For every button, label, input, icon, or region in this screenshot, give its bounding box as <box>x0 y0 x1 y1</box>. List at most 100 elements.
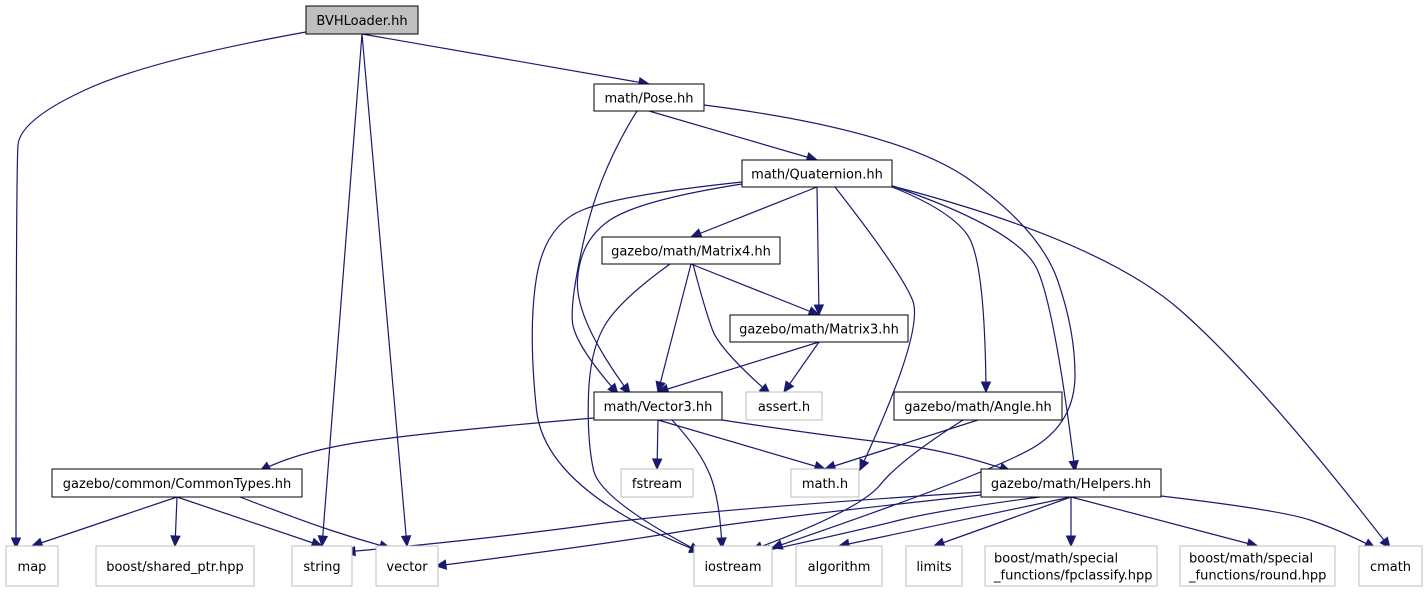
node-box <box>729 314 909 343</box>
node-box <box>305 5 419 35</box>
node-label: boost/math/special <box>994 552 1118 567</box>
edge-line <box>344 491 982 553</box>
node-vector3[interactable]: math/Vector3.hh <box>593 391 723 421</box>
node-box <box>5 545 59 587</box>
edge-quaternion-to-matrix3 <box>813 186 825 317</box>
node-box <box>601 236 781 265</box>
edge-arrowhead <box>400 535 412 548</box>
edge-matrix3-to-vector3 <box>656 341 820 394</box>
edge-helpers-to-cmath <box>1160 495 1377 549</box>
edge-arrowhead <box>317 535 329 548</box>
node-label: gazebo/math/Matrix4.hh <box>611 245 771 260</box>
edge-line <box>571 110 638 395</box>
node-helpers[interactable]: gazebo/math/Helpers.hh <box>980 468 1162 498</box>
edge-line <box>648 110 818 161</box>
node-quaternion[interactable]: math/Quaternion.hh <box>741 159 893 188</box>
edge-arrowhead <box>10 537 22 550</box>
edge-matrix3-to-assert <box>783 341 820 393</box>
edge-line <box>891 185 1391 549</box>
node-box <box>95 545 255 587</box>
nodes-layer: BVHLoader.hh math/Pose.hh math/Quaternion.… <box>5 5 1423 587</box>
node-box <box>593 83 705 112</box>
edge-line <box>838 496 1072 547</box>
node-label: limits <box>916 560 952 575</box>
node-vector: vector <box>375 545 439 587</box>
node-matrix4[interactable]: gazebo/math/Matrix4.hh <box>601 236 781 265</box>
node-matrix3[interactable]: gazebo/math/Matrix3.hh <box>729 314 909 343</box>
edge-vector3-to-fstream <box>651 419 663 471</box>
edge-line <box>657 419 826 470</box>
edge-line <box>759 496 1041 553</box>
node-box <box>893 391 1063 421</box>
edge-arrowhead <box>1068 459 1079 473</box>
node-label: _functions/fpclassify.hpp <box>993 569 1153 584</box>
node-cmath: cmath <box>1358 545 1423 587</box>
edge-line <box>671 419 723 549</box>
edge-line <box>891 185 1076 472</box>
edge-vector3-to-iostream <box>671 419 727 550</box>
edge-bvhloader-to-string <box>317 33 363 548</box>
edge-line <box>259 417 595 472</box>
node-mathh: math.h <box>790 468 860 498</box>
edge-matrix4-to-vector3 <box>655 263 692 394</box>
node-iostream: iostream <box>693 545 773 587</box>
node-label: gazebo/math/Angle.hh <box>904 400 1052 415</box>
edge-line <box>824 419 979 470</box>
edge-arrowhead <box>980 381 992 394</box>
node-label: _functions/round.hpp <box>1188 569 1326 584</box>
edge-arrowhead <box>434 559 448 570</box>
edge-arrowhead <box>689 228 703 239</box>
edge-arrowhead <box>813 304 825 317</box>
edge-arrowhead <box>655 380 666 394</box>
node-box <box>790 468 860 498</box>
node-label: boost/shared_ptr.hpp <box>106 560 244 575</box>
edge-vector3-to-commontypes <box>258 417 595 472</box>
edge-line <box>692 263 771 395</box>
edge-quaternion-to-mathh <box>834 186 916 472</box>
edge-bvhloader-to-vector <box>361 33 412 548</box>
edge-line <box>816 186 820 316</box>
edge-line <box>891 186 987 393</box>
node-bvhloader[interactable]: BVHLoader.hh <box>305 5 419 35</box>
node-angle[interactable]: gazebo/math/Angle.hh <box>893 391 1063 421</box>
edge-line <box>690 186 818 238</box>
edge-helpers-to-fpclassify <box>1065 497 1077 548</box>
node-box <box>905 545 963 587</box>
node-label: algorithm <box>808 560 871 575</box>
node-fstream: fstream <box>620 468 694 498</box>
edge-line <box>587 263 701 553</box>
node-label: gazebo/math/Helpers.hh <box>991 477 1151 492</box>
node-box <box>984 545 1158 587</box>
edge-line <box>576 183 743 395</box>
edges-layer <box>10 31 1391 570</box>
edge-commontypes-to-sharedptr <box>170 496 181 548</box>
node-label: math/Vector3.hh <box>604 400 713 415</box>
node-string: string <box>291 545 353 587</box>
edge-helpers-to-vector <box>434 494 982 570</box>
edge-arrowhead <box>619 382 631 395</box>
edge-arrowhead <box>1065 535 1077 548</box>
edge-line <box>657 341 820 393</box>
node-box <box>741 159 893 188</box>
edge-quaternion-to-angle <box>891 186 992 394</box>
edge-line <box>657 263 692 393</box>
node-label: boost/math/special <box>1189 552 1313 567</box>
node-label: map <box>18 560 47 575</box>
edge-vector3-to-mathh <box>657 419 827 472</box>
edge-line <box>31 496 178 547</box>
node-label: gazebo/math/Matrix3.hh <box>739 323 899 338</box>
edge-matrix4-to-matrix3 <box>690 263 821 317</box>
node-label: assert.h <box>758 400 810 415</box>
node-commontypes[interactable]: gazebo/common/CommonTypes.hh <box>51 468 303 498</box>
node-box <box>375 545 439 587</box>
edge-commontypes-to-string <box>176 496 324 548</box>
node-box <box>1358 545 1423 587</box>
edge-line <box>721 419 1011 472</box>
node-label: BVHLoader.hh <box>316 14 407 29</box>
edge-line <box>531 181 743 553</box>
node-box <box>51 468 303 498</box>
edge-arrowhead <box>170 535 181 548</box>
edge-arrowhead <box>783 380 795 393</box>
node-pose[interactable]: math/Pose.hh <box>593 83 705 112</box>
